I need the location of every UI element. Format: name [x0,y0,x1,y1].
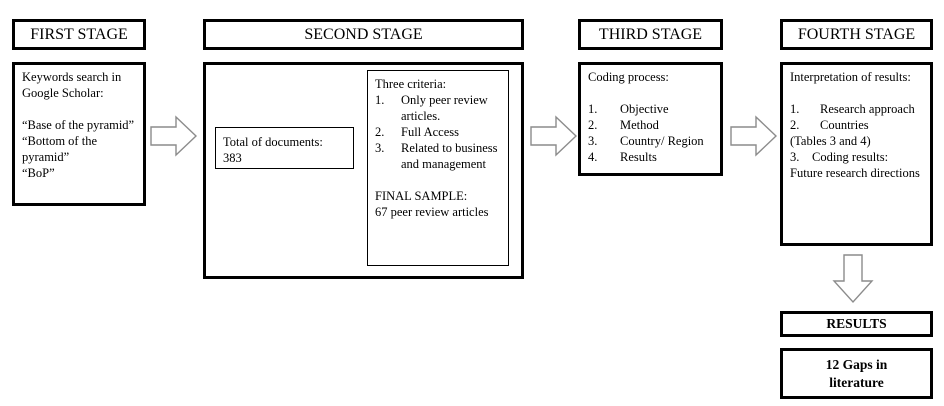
coding-item-text: Method [620,118,659,132]
stage4-title-box: FOURTH STAGE [780,19,933,50]
interpretation-item-number: 2. [790,118,800,132]
stage1-keyword: “Base of the pyramid” [22,118,135,132]
coding-item-number: 2. [588,118,598,132]
criteria-item-number: 1. [375,93,385,107]
coding-item-text: Results [620,150,657,164]
final-sample-heading: FINAL SAMPLE: [375,189,468,203]
stage2-title-box: SECOND STAGE [203,19,524,50]
stage1-keyword: “Bottom of the pyramid” [22,134,97,164]
arrow-right-icon [730,115,778,157]
results-label: RESULTS [826,316,887,331]
coding-item-number: 4. [588,150,598,164]
coding-item: 3. Country/ Region [588,133,713,149]
coding-item-number: 3. [588,134,598,148]
results-box: RESULTS [780,311,933,337]
interpretation-heading: Interpretation of results: [790,70,911,84]
arrow-right-icon [150,115,198,157]
criteria-item: 3. Related to business and management [375,140,501,172]
stage1-keyword: “BoP” [22,166,55,180]
interpretation-item: 3. Coding results: [790,149,923,165]
gaps-label: 12 Gaps in literature [825,356,888,390]
coding-item: 4. Results [588,149,713,165]
spacer [375,172,501,188]
gaps-box: 12 Gaps in literature [780,348,933,399]
coding-item-text: Objective [620,102,669,116]
stage1-content-box: Keywords search in Google Scholar: “Base… [12,62,146,206]
criteria-item-text: Full Access [401,125,459,139]
total-documents-label: Total of documents: [223,135,323,149]
stage4-title: FOURTH STAGE [797,25,916,43]
interpretation-item-text: Research approach [820,102,915,116]
stage3-content-box: Coding process: 1. Objective 2. Method 3… [578,62,723,176]
stage4-content-box: Interpretation of results: 1. Research a… [780,62,933,246]
spacer [22,101,136,117]
coding-item: 1. Objective [588,101,713,117]
future-research-note: Future research directions [790,166,920,180]
criteria-item-number: 3. [375,141,385,155]
interpretation-item-text: Coding results: [812,150,889,164]
stage3-title-box: THIRD STAGE [578,19,723,50]
arrow-down-icon [832,254,874,304]
interpretation-item: 2. Countries [790,117,923,133]
arrow-right-icon [530,115,578,157]
stage3-title: THIRD STAGE [598,25,703,43]
spacer [588,85,713,101]
stage1-intro: Keywords search in Google Scholar: [22,70,122,100]
stage2-title: SECOND STAGE [304,25,423,43]
criteria-item-text: Related to business and management [401,141,498,171]
interpretation-item: 1. Research approach [790,101,923,117]
stage2-content-box: Total of documents: 383 Three criteria: … [203,62,524,279]
criteria-item-text: Only peer review articles. [401,93,488,123]
interpretation-item-number: 3. [790,150,800,164]
final-sample-text: 67 peer review articles [375,205,489,219]
criteria-heading: Three criteria: [375,77,447,91]
interpretation-item-number: 1. [790,102,800,116]
stage1-title: FIRST STAGE [30,25,128,43]
coding-process-heading: Coding process: [588,70,669,84]
coding-item-text: Country/ Region [620,134,704,148]
criteria-item: 1. Only peer review articles. [375,92,501,124]
tables-note: (Tables 3 and 4) [790,134,871,148]
spacer [790,85,923,101]
total-documents-box: Total of documents: 383 [215,127,354,169]
criteria-box: Three criteria: 1. Only peer review arti… [367,70,509,266]
total-documents-value: 383 [223,151,242,165]
criteria-item: 2. Full Access [375,124,501,140]
criteria-item-number: 2. [375,125,385,139]
interpretation-item-text: Countries [820,118,869,132]
stage1-title-box: FIRST STAGE [12,19,146,50]
coding-item-number: 1. [588,102,598,116]
coding-item: 2. Method [588,117,713,133]
